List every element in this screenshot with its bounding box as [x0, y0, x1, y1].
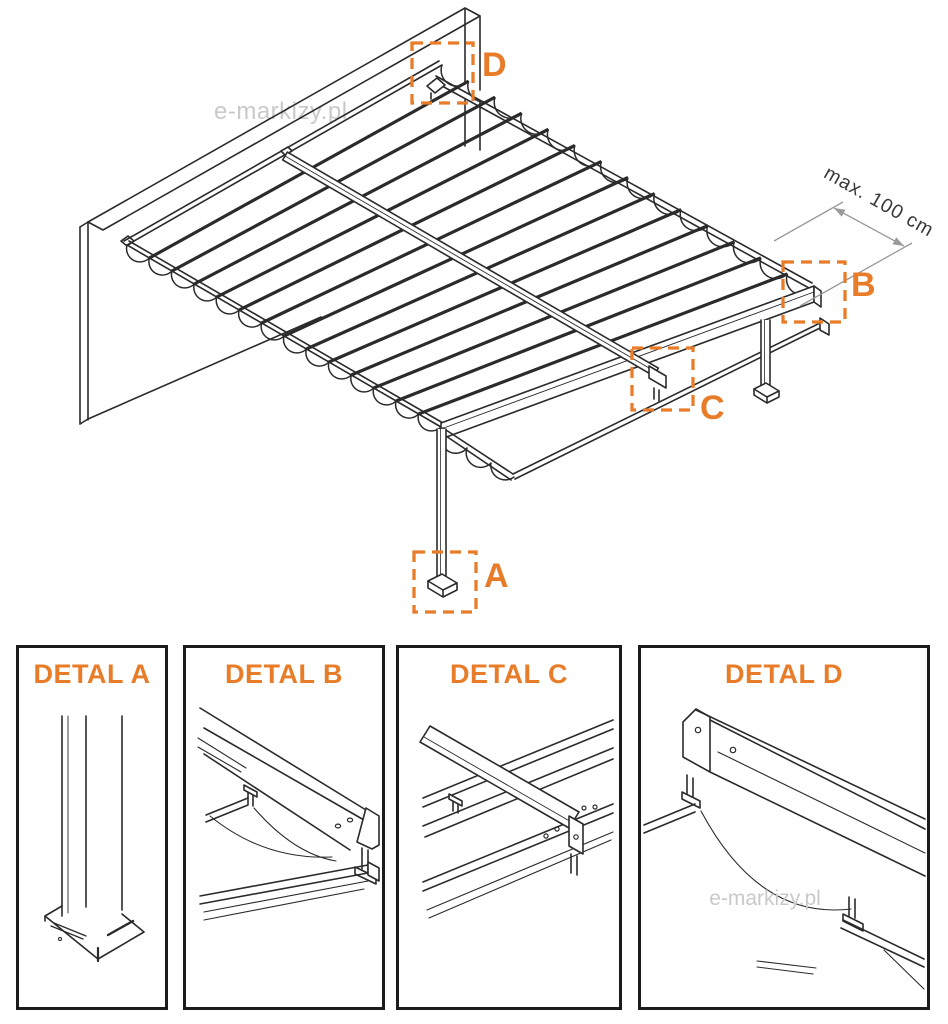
dimension-extension-line [799, 242, 913, 307]
watermark-panel-d: e-markizy.pl [709, 887, 821, 910]
detail-panel-a-title: DETAL A [33, 659, 151, 689]
detail-marker-box-c [630, 346, 695, 412]
detail-marker-label-c: C [700, 389, 725, 427]
detail-marker-box-d [410, 41, 475, 105]
detail-panel-c-title: DETAL C [450, 659, 568, 689]
right-leg [753, 319, 780, 404]
detail-panel-a: DETAL A [16, 645, 168, 1010]
detail-markers: A B C D [410, 41, 876, 614]
detail-marker-box-b [781, 260, 847, 324]
middle-runner-beam [280, 146, 667, 402]
runner-crossbeam-junction [419, 719, 614, 919]
left-leg [427, 428, 458, 598]
detail-panel-b-drawing [197, 707, 380, 921]
main-isometric-drawing: e-markizy.pl [79, 7, 938, 614]
wall-bracket-top [426, 77, 446, 100]
detail-marker-label-d: D [482, 46, 507, 84]
watermark-main: e-markizy.pl [214, 98, 348, 125]
post-with-base-plate [44, 715, 145, 963]
wall-profile-bracket [643, 708, 926, 990]
wall [79, 7, 481, 425]
front-cassette [440, 317, 830, 481]
detail-panel-d-drawing: e-markizy.pl [643, 708, 926, 990]
detail-panel-d: DETAL D e-markizy.pl [638, 645, 930, 1010]
dimension-arrow [833, 207, 905, 247]
right-rail [432, 75, 813, 289]
detail-panel-b-title: DETAL B [225, 659, 343, 689]
detail-marker-box-a [412, 550, 478, 614]
detail-panel-d-title: DETAL D [725, 659, 843, 689]
left-rail [126, 240, 444, 428]
detail-panel-c-drawing [419, 719, 614, 919]
detail-marker-label-a: A [484, 557, 509, 595]
dimension-extension-line [773, 201, 844, 242]
frame-corner-joint [197, 707, 380, 921]
dimension-label: max. 100 cm [820, 162, 938, 242]
detail-marker-label-b: B [851, 266, 876, 304]
detail-panel-b: DETAL B [183, 645, 385, 1010]
detail-panel-c: DETAL C [396, 645, 622, 1010]
detail-panel-a-drawing [44, 715, 145, 963]
